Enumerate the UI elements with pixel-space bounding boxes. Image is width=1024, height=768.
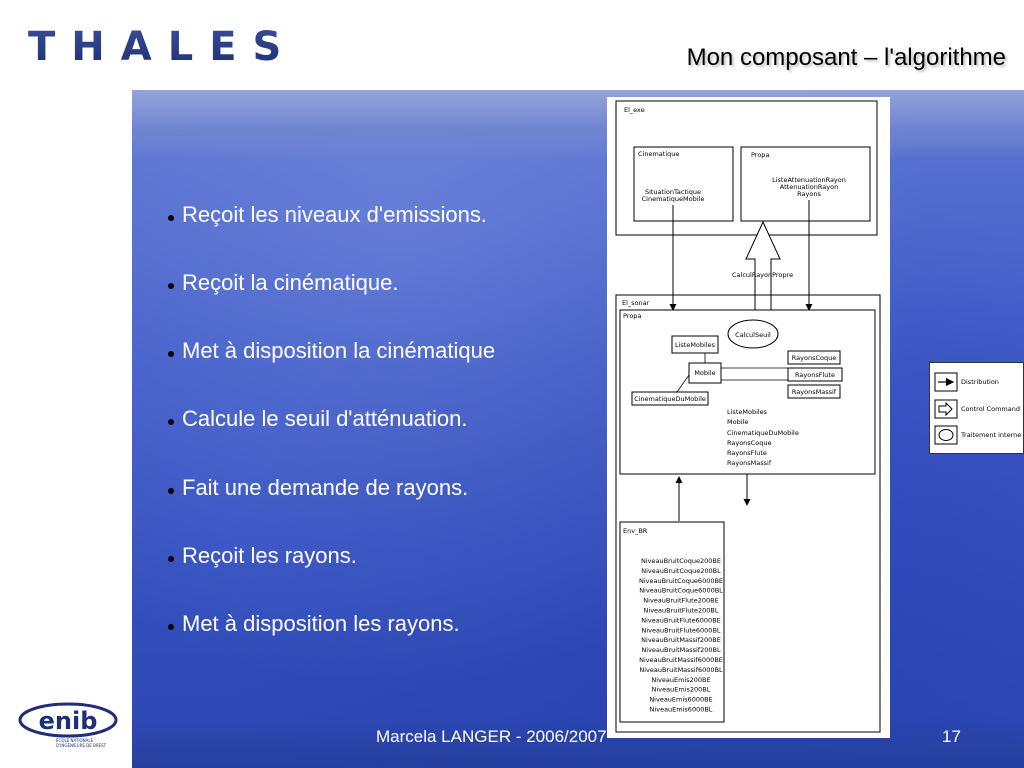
svg-text:THALES: THALES [28,24,297,66]
hollow-arrow-icon [938,401,953,417]
bullet-text: Reçoit la cinématique. [182,270,399,295]
output-list-item: CinematiqueDuMobile [727,429,799,437]
propa-exe-item: Rayons [797,190,821,198]
bullet-text: Fait une demande de rayons. [182,475,469,500]
env-br-item: NiveauBruitMassif200BL [641,646,721,654]
propa-exe-item: ListeAttenuationRayon [772,176,846,184]
cinematique-item: CinematiqueMobile [642,195,705,203]
env-br-item: NiveauEmis200BL [652,686,711,694]
env-br-item: NiveauBruitMassif6000BE [639,656,723,664]
env-br-item: NiveauBruitFlute6000BL [641,626,720,634]
left-margin [0,90,132,768]
enib-subtitle: ÉCOLE NATIONALE [56,738,94,743]
cinematique-item: SituationTactique [645,188,701,196]
bullet-item: Calcule le seuil d'atténuation. [168,404,468,434]
ellipse-icon [938,429,954,441]
env-br-item: NiveauBruitMassif200BE [641,636,721,644]
cinematique-box [633,146,734,222]
bullet-dot-icon [168,283,174,289]
output-list-item: RayonsFlute [727,449,767,457]
bullet-dot-icon [168,419,174,425]
env-br-label: Env_BR [623,527,648,535]
env-br-item: NiveauBruitFlute6000BE [641,616,721,624]
env-br-item: NiveauBruitCoque6000BL [639,587,723,595]
cinematique-du-mobile-label: CinematiqueDuMobile [634,395,706,403]
env-br-item: NiveauBruitCoque200BL [641,567,721,575]
page-number: 17 [942,727,961,746]
rayons-flute-box [787,367,843,382]
env-br-item: NiveauEmis6000BL [650,706,713,714]
env-br-item: NiveauBruitMassif6000BL [639,666,723,674]
calcul-rayon-propre-label: CalculRayonPropre [732,271,793,279]
slide-title: Mon composant – l'algorithme [686,44,1006,71]
enib-subtitle: D'INGÉNIEURS DE BREST [56,743,107,748]
env-br-item: NiveauBruitCoque6000BE [639,577,723,585]
propa-exe-box [740,146,871,222]
env-br-item: NiveauBruitCoque200BE [641,557,721,565]
bullet-dot-icon [168,624,174,630]
legend: Distribution Control Command Traitement … [929,362,1024,454]
bullet-item: Reçoit les niveaux d'emissions. [168,200,487,230]
calcul-seuil-label: CalculSeuil [735,331,771,339]
bullet-dot-icon [168,488,174,494]
env-br-item: NiveauEmis200BE [651,676,710,684]
legend-label: Control Command [961,405,1020,413]
bullet-text: Reçoit les rayons. [182,543,357,568]
output-list-item: Mobile [727,418,748,426]
bullet-item: Reçoit les rayons. [168,541,357,571]
bullet-item: Fait une demande de rayons. [168,473,468,503]
propa-exe-label: Propa [751,151,769,159]
env-br-box [619,521,725,723]
rayons-massif-box [787,384,841,399]
output-list-item: RayonsMassif [727,459,772,467]
output-list-item: ListeMobiles [727,408,768,416]
propa-exe-item: AttenuationRayon [780,183,838,191]
bullet-dot-icon [168,215,174,221]
enib-logo: enib ÉCOLE NATIONALE D'INGÉNIEURS DE BRE… [18,702,118,755]
bullet-text: Met à disposition les rayons. [182,611,460,636]
calcul-seuil-ellipse [727,319,779,349]
el-sonar-label: El_sonar [622,299,650,307]
bullet-item: Met à disposition les rayons. [168,609,460,639]
output-list-item: RayonsCoque [727,439,771,447]
liste-mobiles-box [671,335,719,354]
bullet-text: Reçoit les niveaux d'emissions. [182,202,488,227]
enib-logo-text: enib [39,707,98,735]
env-br-item: NiveauBruitFlute200BL [644,607,719,615]
bullet-dot-icon [168,351,174,357]
mobile-label: Mobile [694,369,715,377]
rayons-coque-box [787,350,841,365]
thales-logo: THALES [28,22,323,71]
el-exe-label: El_exe [624,106,645,114]
connector-line [676,374,690,393]
propa-sonar-label: Propa [623,312,641,320]
bullet-text: Met à disposition la cinématique [182,338,496,363]
env-br-item: NiveauBruitFlute200BE [643,597,718,605]
bullet-text: Calcule le seuil d'atténuation. [182,406,468,431]
bullet-dot-icon [168,556,174,562]
bullet-item: Reçoit la cinématique. [168,268,398,298]
env-br-list: NiveauBruitCoque200BE NiveauBruitCoque200… [639,557,723,714]
cinematique-du-mobile-box [631,391,709,406]
footer-author: Marcela LANGER - 2006/2007 [376,727,607,746]
architecture-diagram: El_exe Cinematique SituationTactique Cin… [607,97,890,738]
rayons-massif-label: RayonsMassif [792,388,837,396]
top-band [132,90,1024,158]
env-br-item: NiveauEmis6000BE [649,696,712,704]
legend-label: Traitement interne [960,431,1021,439]
legend-label: Distribution [961,378,999,386]
rayons-coque-label: RayonsCoque [792,354,836,362]
cinematique-label: Cinematique [638,150,679,158]
liste-mobiles-label: ListeMobiles [675,341,716,349]
rayons-flute-label: RayonsFlute [795,371,835,379]
header: THALES Mon composant – l'algorithme [0,0,1024,90]
bullet-item: Met à disposition la cinématique [168,336,495,366]
el-sonar-box [615,294,881,733]
